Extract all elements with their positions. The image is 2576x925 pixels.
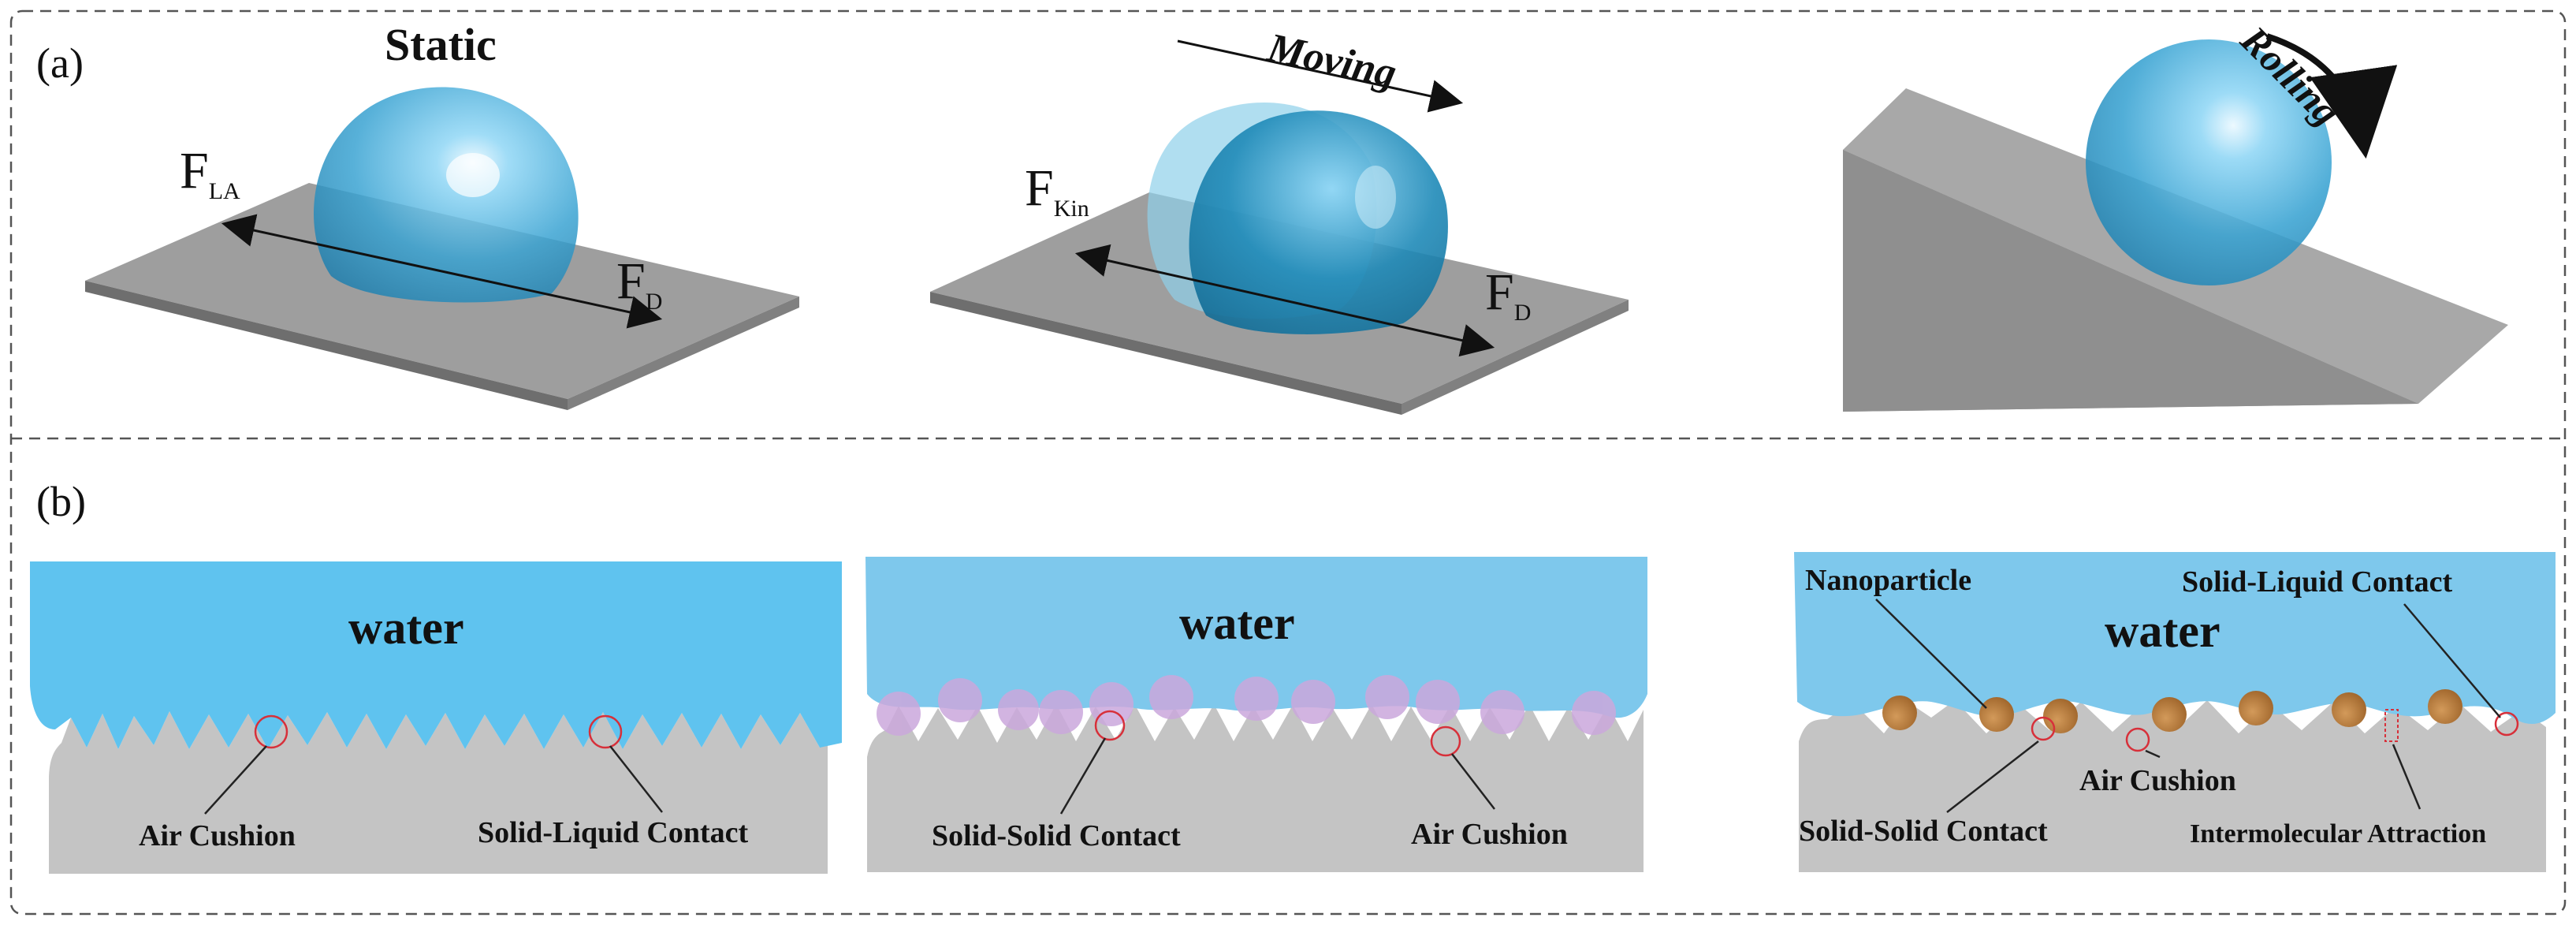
scene2-water [865,557,1647,718]
scene2-solid-solid-label: Solid-Solid Contact [932,819,1181,852]
static-force-right: FD [616,252,662,315]
static-plate-front [85,281,568,410]
scene3-solid-liquid-label: Solid-Liquid Contact [2182,565,2452,599]
scene3-nanoparticle-label: Nanoparticle [1805,564,1971,597]
scene1-air-cushion-marker [254,714,288,749]
scene2-contact-marker [1094,710,1126,741]
static-force-arrow [221,214,663,329]
scene3: water Nanoparticle Solid-Liquid Contact … [1794,552,2556,872]
moving-direction-arrow [1177,39,1464,113]
scene1-air-cushion-label: Air Cushion [139,819,296,852]
scene1-leader-contact [609,745,663,813]
scene3-solid-solid-label: Solid-Solid Contact [1799,815,2048,848]
scene2-particles [877,675,1616,736]
moving-plate-side [1402,300,1629,415]
scene3-solid-solid-marker [2031,716,2056,741]
scene2-substrate [867,704,1644,872]
scene2-water-label: water [1179,597,1295,649]
scene3-leader-air [2145,749,2161,759]
scene3-contact-marker [2494,711,2519,737]
scene3-intermolecular-label: Intermolecular Attraction [2190,819,2486,849]
scene1-substrate [49,711,828,874]
scene3-nanoparticles [1882,689,2462,733]
rolling-droplet [2086,39,2332,285]
moving-scene: Moving FKin FD [930,25,1629,415]
scene3-leader-intermolecular [2392,744,2422,810]
panel-b-label: (b) [36,478,86,525]
static-droplet [313,87,579,303]
outer-frame [9,9,2567,916]
moving-force-left: FKin [1025,159,1089,222]
scene3-water-label: water [2105,605,2220,657]
scene2-leader-air [1451,753,1495,810]
scene2-air-cushion-marker [1430,725,1461,757]
ramp-front [1843,150,2418,412]
moving-force-right: FD [1485,263,1531,326]
scene2-leader-contact [1059,737,1107,815]
static-plate-side [568,297,799,410]
scene3-leader-contact [2403,603,2501,718]
scene3-air-cushion-label: Air Cushion [2079,764,2236,797]
moving-force-arrow [1074,244,1495,357]
panel-a-label: (a) [36,39,84,87]
scene3-air-cushion-marker [2125,727,2150,752]
moving-droplet [1189,110,1448,334]
scene2: water Solid-Solid Contact Air Cushion [865,557,1647,872]
moving-title: Moving [1264,25,1401,96]
scene3-water [1794,552,2556,725]
scene1-solid-liquid-label: Solid-Liquid Contact [478,816,748,849]
static-title: Static [385,19,497,70]
scene2-air-cushion-label: Air Cushion [1411,818,1568,851]
scene1-water-label: water [348,602,464,654]
static-force-left: FLA [180,142,240,204]
scene3-leader-nano [1875,599,1987,709]
rolling-scene: Rolling [1843,17,2508,412]
rolling-direction-arrow [2265,33,2398,159]
static-scene: Static FLA FD [85,19,799,410]
scene1-water [30,561,842,749]
scene3-intermolecular-marker [2384,709,2399,742]
scene1: water Air Cushion Solid-Liquid Contact [30,561,842,874]
scene3-leader-solid [1946,740,2039,813]
scene3-substrate [1799,700,2546,872]
scene1-leader-air [204,745,267,815]
scene1-contact-marker [588,714,623,749]
